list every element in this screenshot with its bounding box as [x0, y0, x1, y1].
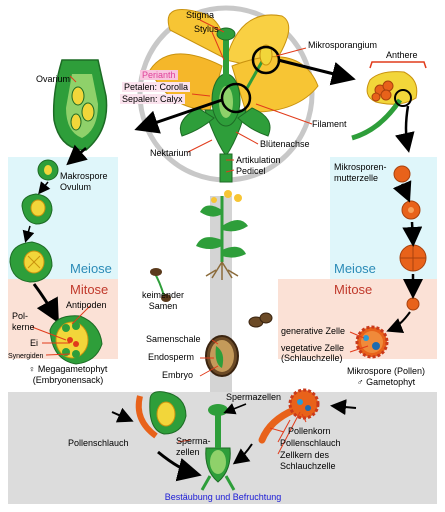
label-makrospore-2: Ovulum [60, 182, 92, 192]
label-polkerne-2: kerne [12, 322, 35, 332]
label-megagametophyt-1: ♀ Megagametophyt [28, 364, 108, 374]
germinating-pollen-icon [258, 388, 320, 444]
label-vegetative-2: (Schlauchzelle) [281, 353, 343, 363]
arrow-cell-4 [386, 311, 411, 333]
label-mikrospore-2: ♂ Gametophyt [356, 377, 416, 387]
label-makrospore-1: Makrospore [60, 171, 108, 181]
arrow-flower-to-anther [277, 58, 356, 86]
arrow-fert-2 [157, 450, 202, 482]
label-ei: Ei [30, 338, 39, 348]
label-perianth: Perianth [140, 70, 178, 80]
pollen-grain-icon [355, 325, 389, 359]
arrow-fert-4 [330, 399, 357, 416]
label-mikrosporenmutterzelle-2: mutterzelle [334, 173, 379, 183]
label-zellkern-2: Schlauchzelle [280, 461, 336, 471]
label-artikulation: Artikulation [236, 155, 281, 165]
fertilization-pistil-icon [135, 391, 236, 491]
label-pollenschlauch-left: Pollenschlauch [68, 438, 129, 448]
label-stylus: Stylus [194, 24, 219, 34]
label-keimender-1: keimender [141, 290, 185, 300]
label-bestaeubung: Bestäubung und Befruchtung [164, 492, 282, 502]
arrow-cell-1 [392, 180, 412, 203]
label-sepalen: Sepalen: Calyx [120, 94, 185, 104]
label-anthere: Anthere [386, 50, 418, 60]
arrow-flower-to-ovary [134, 98, 223, 134]
label-synergiden: Synergiden [8, 353, 44, 360]
label-mikrosporenmutterzelle-1: Mikrosporen- [334, 162, 387, 172]
label-sperma-2: zellen [176, 447, 200, 457]
label-vegetative-1: vegetative Zelle [281, 343, 345, 353]
label-meiose-left: Meiose [70, 261, 112, 276]
label-embryo: Embryo [162, 370, 194, 380]
arrow-cell-2 [402, 221, 423, 247]
label-generative-zelle: generative Zelle [281, 326, 346, 336]
label-filament: Filament [312, 119, 347, 129]
label-mitose-right: Mitose [334, 282, 373, 297]
label-stigma: Stigma [186, 10, 215, 20]
label-bluetenachse: Blütenachse [260, 139, 310, 149]
label-sperma-1: Sperma- [176, 436, 211, 446]
seedling-icon [196, 190, 248, 280]
label-polkerne-1: Pol- [12, 311, 29, 321]
arrow-ovule-3 [32, 283, 59, 324]
label-pollenschlauch-right: Pollenschlauch [280, 438, 341, 448]
label-pedicel: Pedicel [236, 166, 266, 176]
arrow-fert-3 [232, 443, 253, 465]
arrow-ovule-2 [22, 225, 35, 243]
label-samenschale: Samenschale [146, 334, 201, 344]
label-ovarium: Ovarium [36, 74, 71, 84]
label-zellkern-1: Zellkern des [280, 450, 330, 460]
ovary-icon [52, 59, 108, 151]
arrow-anther-down [394, 105, 415, 153]
arrow-fert-1 [111, 407, 134, 423]
label-lines [31, 19, 369, 455]
cell-icon [393, 165, 427, 311]
label-meiose-right: Meiose [334, 261, 376, 276]
label-antipoden: Antipoden [66, 300, 107, 310]
label-petalen: Petalen: Corolla [122, 82, 191, 92]
arrow-fert-5 [223, 403, 247, 415]
label-spermazellen-top: Spermazellen [226, 392, 282, 402]
arrow-ovary-to-ovule [66, 144, 88, 166]
label-megagametophyt-2: (Embryonensack) [32, 375, 104, 385]
embryo-sac-icon [49, 315, 103, 365]
label-pollenkorn: Pollenkorn [288, 426, 331, 436]
anther-icon [351, 61, 427, 141]
label-mikrosporangium: Mikrosporangium [308, 40, 378, 50]
label-nektarium: Nektarium [150, 148, 192, 158]
label-mitose-left: Mitose [70, 282, 109, 297]
seed-section-icon [205, 335, 239, 377]
arrow-ovule-1 [38, 181, 51, 195]
label-endosperm: Endosperm [148, 352, 195, 362]
germinating-seed-icon [150, 268, 171, 302]
label-mikrospore-1: Mikrospore (Pollen) [346, 366, 426, 376]
ovule-icon [9, 159, 59, 283]
seed-icon [248, 312, 273, 328]
label-keimender-2: Samen [148, 301, 178, 311]
